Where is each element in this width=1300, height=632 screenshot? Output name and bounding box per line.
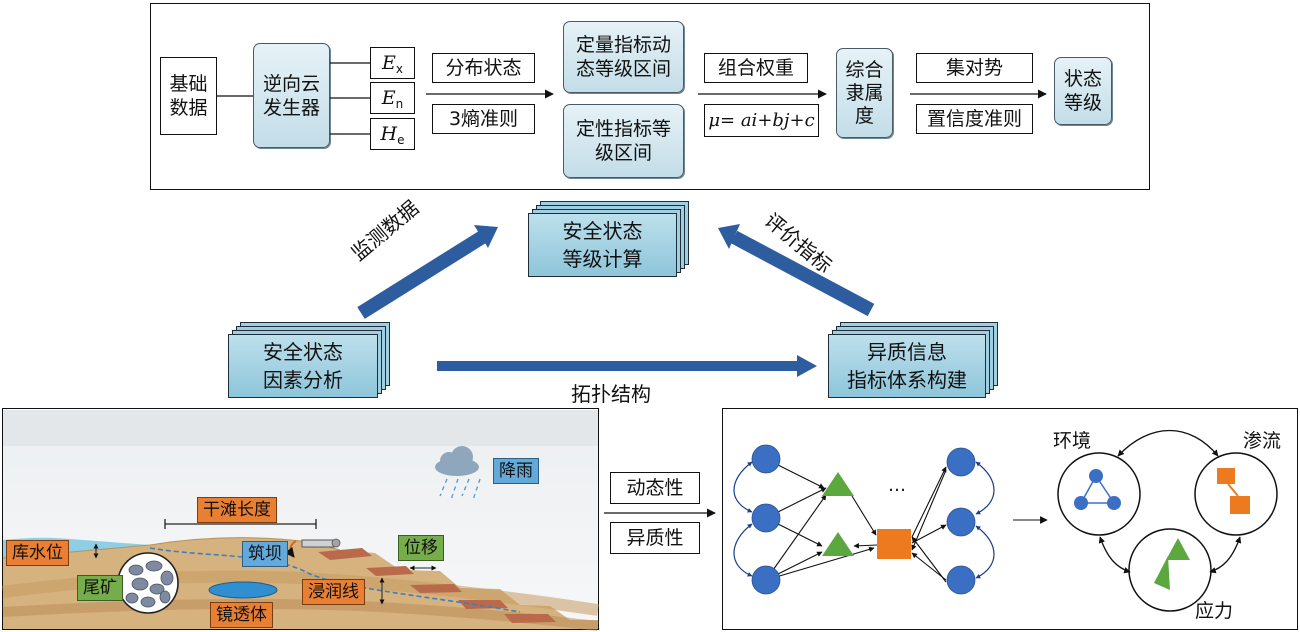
dynamic-box: 动态性: [610, 472, 700, 504]
beach-length-label: 干滩长度: [197, 497, 277, 523]
node-blue: [751, 565, 781, 595]
ex-main: E: [382, 52, 396, 74]
seepage-label: 渗流: [1243, 430, 1282, 452]
rain-label: 降雨: [493, 458, 539, 484]
top-connectors: [217, 62, 1047, 135]
node-orange-square: [877, 529, 911, 559]
comprehensive-membership-box: 综合 隶属 度: [836, 48, 893, 138]
node-green-triangle: [822, 472, 854, 496]
flow-arrows: [357, 224, 875, 377]
reverse-cloud-generator-box: 逆向云 发生器: [253, 43, 330, 148]
factor-analysis-stack: 安全状态 因素分析: [228, 322, 393, 400]
node-blue: [946, 565, 976, 595]
ellipsis-label: …: [888, 475, 906, 496]
mu-formula-box: μ= ai+bj+c: [704, 104, 819, 137]
reservoir-level-label: 库水位: [6, 540, 69, 566]
network-graph: [733, 429, 1278, 612]
topology-label: 拓扑结构: [571, 382, 651, 406]
combined-weight-box: 组合权重: [704, 53, 808, 83]
safety-calc-stack: 安全状态 等级计算: [528, 201, 693, 278]
dam-label: 筑坝: [242, 541, 288, 567]
node-blue: [946, 447, 976, 477]
basic-data-box: 基础 数据: [160, 57, 217, 135]
rain-cloud-icon: [435, 446, 481, 501]
heterogeneous-box: 异质性: [610, 522, 700, 554]
confidence-rule-box: 置信度准则: [916, 104, 1033, 134]
qualitative-interval-box: 定性指标等 级区间: [563, 104, 684, 178]
quantitative-interval-box: 定量指标动 态等级区间: [563, 21, 684, 93]
stress-label: 应力: [1195, 600, 1234, 622]
entropy-rule-box: 3熵准则: [432, 104, 535, 134]
distribution-state-box: 分布状态: [432, 53, 535, 83]
factor-analysis-box: 安全状态 因素分析: [228, 334, 378, 398]
en-main: E: [381, 87, 396, 109]
environment-label: 环境: [1053, 430, 1092, 452]
ex-sub: x: [395, 62, 403, 76]
tailings-illustration: [2, 410, 599, 631]
lens-label: 镜透体: [210, 602, 273, 628]
environment-circle: [1057, 452, 1141, 536]
phreatic-line-label: 浸润线: [302, 579, 365, 605]
he-sub: e: [397, 133, 405, 147]
en-sub: n: [395, 97, 404, 111]
displacement-label: 位移: [398, 535, 444, 561]
topology-arrow: [437, 355, 817, 377]
index-system-stack: 异质信息 指标体系构建: [828, 322, 1000, 400]
tailings-label: 尾矿: [77, 575, 123, 601]
set-pair-potential-box: 集对势: [916, 53, 1033, 83]
index-system-box: 异质信息 指标体系构建: [828, 334, 986, 398]
he-main: H: [380, 123, 398, 145]
node-blue: [946, 507, 976, 537]
monitoring-arrow: [357, 225, 498, 319]
evaluation-arrow: [718, 224, 875, 317]
state-level-box: 状态 等级: [1054, 57, 1112, 125]
node-blue: [751, 503, 781, 533]
node-blue: [751, 444, 781, 474]
safety-calc-box: 安全状态 等级计算: [528, 213, 677, 277]
node-green-triangle: [822, 532, 854, 556]
